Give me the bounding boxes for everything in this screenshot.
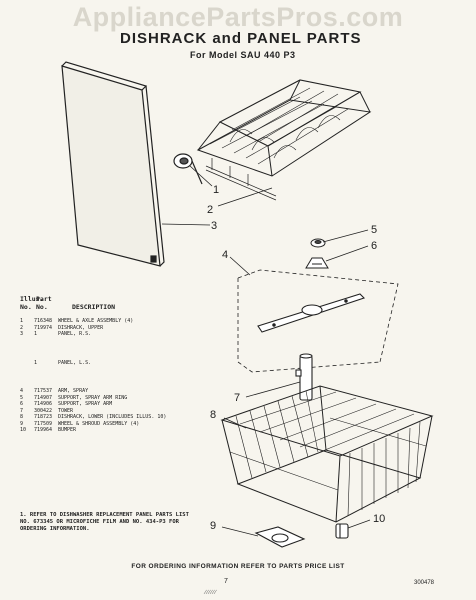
page-title: DISHRACK and PANEL PARTS bbox=[120, 30, 362, 47]
callout-6: 6 bbox=[371, 240, 377, 252]
tower bbox=[295, 353, 313, 401]
legend-num: 1 bbox=[20, 318, 24, 324]
parts-legend: 1 716348 WHEEL & AXLE ASSEMBLY (4) 2 719… bbox=[20, 318, 180, 434]
watermark: AppliancePartsPros.com bbox=[72, 2, 404, 32]
lower-dishrack bbox=[220, 385, 434, 523]
leader-lines bbox=[161, 165, 371, 537]
legend-desc: BUMPER bbox=[58, 427, 77, 433]
callout-5: 5 bbox=[371, 224, 377, 236]
callout-4: 4 bbox=[222, 249, 228, 261]
legend-num: 6 bbox=[20, 401, 24, 407]
bumper bbox=[335, 523, 349, 539]
legend-row: 2 719974 DISHRACK, UPPER bbox=[20, 325, 180, 332]
legend-desc: ARM, SPRAY bbox=[58, 388, 89, 394]
legend-num: 2 bbox=[20, 324, 24, 331]
header-illus-2: No. bbox=[20, 303, 32, 311]
legend-part: 718723 bbox=[34, 414, 53, 420]
upper-dishrack bbox=[196, 79, 372, 201]
callout-1: 1 bbox=[213, 184, 219, 196]
legend-row: 4 717537 ARM, SPRAY bbox=[20, 388, 180, 395]
document-code: 300478 bbox=[414, 580, 435, 586]
spray-arm-ring-support bbox=[310, 238, 326, 248]
callout-3: 3 bbox=[211, 220, 217, 232]
legend-part: 717537 bbox=[34, 388, 53, 394]
legend-num: 7 bbox=[20, 407, 24, 414]
handwritten-mark: ∕∕∕∕∕∕ bbox=[205, 590, 218, 596]
page-subtitle: For Model SAU 440 P3 bbox=[190, 50, 296, 60]
header-part-2: No. bbox=[36, 303, 48, 311]
legend-part: 714906 bbox=[34, 401, 53, 407]
legend-desc: DISHRACK, UPPER bbox=[58, 324, 104, 331]
legend-num: 4 bbox=[20, 388, 24, 394]
callout-7: 7 bbox=[234, 392, 240, 404]
spray-arm bbox=[257, 293, 366, 333]
legend-num bbox=[20, 360, 34, 367]
legend-row: 1 716348 WHEEL & AXLE ASSEMBLY (4) bbox=[20, 318, 180, 325]
legend-row: 10 719964 BUMPER bbox=[20, 427, 180, 434]
legend-part: 300422 bbox=[34, 407, 53, 414]
wheel-axle-assembly bbox=[173, 153, 203, 185]
legend-row: 8 718723 DISHRACK, LOWER (INCLUDES ILLUS… bbox=[20, 414, 180, 421]
replacement-note: 1. REFER TO DISHWASHER REPLACEMENT PANEL… bbox=[20, 512, 189, 532]
side-panel bbox=[61, 61, 165, 267]
legend-desc: WHEEL & AXLE ASSEMBLY (4) bbox=[58, 318, 134, 324]
legend-row: 5 714907 SUPPORT, SPRAY ARM RING bbox=[20, 395, 180, 402]
legend-row: 6 714906 SUPPORT, SPRAY ARM bbox=[20, 401, 180, 408]
callout-10: 10 bbox=[373, 513, 385, 525]
legend-num: 8 bbox=[20, 414, 24, 420]
legend-num: 5 bbox=[20, 394, 24, 401]
legend-num: 3 bbox=[20, 331, 24, 337]
legend-part: 719964 bbox=[34, 427, 53, 433]
callout-9: 9 bbox=[210, 520, 216, 532]
legend-desc: DISHRACK, LOWER (INCLUDES ILLUS. 10) bbox=[58, 414, 167, 420]
legend-part: 717509 bbox=[34, 420, 53, 427]
callout-8: 8 bbox=[210, 409, 216, 421]
legend-row: 7 300422 TOWER bbox=[20, 408, 180, 415]
callout-2: 2 bbox=[207, 204, 213, 216]
header-illus-1: Illus. bbox=[20, 295, 44, 303]
legend-desc: TOWER bbox=[58, 407, 74, 414]
legend-desc: WHEEL & SHROUD ASSEMBLY (4) bbox=[58, 420, 140, 427]
legend-desc: SUPPORT, SPRAY ARM RING bbox=[58, 394, 128, 401]
legend-row: 1 PANEL, L.S. bbox=[20, 360, 180, 367]
legend-header: Illus. Part No. No. DESCRIPTION bbox=[20, 295, 115, 311]
legend-part: 1 bbox=[34, 359, 38, 366]
page-number: 7 bbox=[224, 578, 228, 585]
legend-row: 9 717509 WHEEL & SHROUD ASSEMBLY (4) bbox=[20, 421, 180, 428]
spray-arm-support bbox=[305, 257, 329, 269]
legend-num: 9 bbox=[20, 420, 24, 427]
legend-row: 3 1 PANEL, R.S. bbox=[20, 331, 180, 338]
legend-part: 716348 bbox=[34, 318, 53, 324]
header-part-1: Part bbox=[36, 295, 52, 303]
legend-part: 1 bbox=[34, 331, 38, 337]
header-description: DESCRIPTION bbox=[72, 303, 116, 311]
legend-num: 10 bbox=[20, 427, 27, 433]
legend-part: 719974 bbox=[34, 324, 53, 331]
legend-part: 714907 bbox=[34, 394, 53, 401]
spray-arm-group-outline bbox=[237, 269, 399, 373]
wheel-shroud-assembly bbox=[254, 526, 306, 548]
ordering-footer: FOR ORDERING INFORMATION REFER TO PARTS … bbox=[131, 563, 345, 570]
legend-desc: PANEL, R.S. bbox=[58, 331, 92, 337]
legend-desc: PANEL, L.S. bbox=[58, 359, 92, 366]
legend-desc: SUPPORT, SPRAY ARM bbox=[58, 401, 113, 407]
